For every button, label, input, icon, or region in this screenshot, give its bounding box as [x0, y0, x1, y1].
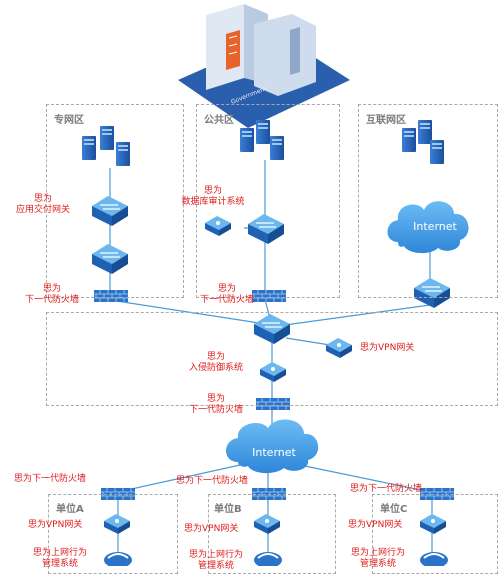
- label-vpn-core: 思为VPN网关: [360, 343, 415, 353]
- zone-title-private: 专网区: [54, 115, 84, 126]
- label-fw-unit-c: 思为下一代防火墙: [350, 484, 423, 494]
- label-dbaudit-name: 数据库审计系统: [181, 197, 245, 207]
- label-beh-unit-c-2: 管理系统: [359, 559, 396, 569]
- zone-public: [196, 104, 340, 298]
- label-beh-unit-b-1: 思为上网行为: [188, 550, 243, 560]
- label-beh-unit-a: 思为上网行为 管理系统: [22, 548, 98, 570]
- label-beh-unit-b-2: 管理系统: [197, 561, 234, 571]
- zone-title-public: 公共区: [204, 115, 234, 126]
- cloud-top-label: Internet: [413, 220, 457, 233]
- label-adc-name: 应用交付网关: [15, 205, 70, 215]
- label-dbaudit-brand: 思为: [203, 186, 222, 196]
- zone-core: [46, 312, 498, 406]
- label-vpn-unit-a: 思为VPN网关: [28, 520, 83, 530]
- label-fw-private: 思为 下一代防火墙: [14, 284, 90, 306]
- label-beh-unit-a-2: 管理系统: [41, 559, 78, 569]
- label-beh-unit-c: 思为上网行为 管理系统: [340, 548, 416, 570]
- label-adc-brand: 思为: [33, 194, 52, 204]
- label-ips-brand: 思为: [206, 352, 225, 362]
- zone-title-internet: 互联网区: [366, 115, 406, 126]
- label-vpn-unit-c: 思为VPN网关: [348, 520, 403, 530]
- label-beh-unit-c-1: 思为上网行为: [350, 548, 405, 558]
- zone-internet: [358, 104, 498, 298]
- label-fw-public-brand: 思为: [217, 284, 236, 294]
- unit-b-title: 单位B: [214, 504, 242, 515]
- label-fw-unit-a: 思为下一代防火墙: [14, 474, 87, 484]
- behavior-mgmt-unit-b-icon: [254, 552, 282, 566]
- label-fw-private-brand: 思为: [42, 284, 61, 294]
- cloud-middle-label: Internet: [252, 446, 296, 459]
- label-adc: 思为 应用交付网关: [2, 194, 84, 216]
- internet-cloud-top-icon: [387, 201, 469, 254]
- internet-cloud-middle-icon: [226, 419, 319, 474]
- unit-a-title: 单位A: [56, 504, 84, 515]
- behavior-mgmt-unit-c-icon: [420, 552, 448, 566]
- label-fw-public-name: 下一代防火墙: [199, 295, 254, 305]
- label-fw-core-brand: 思为: [206, 394, 225, 404]
- label-fw-core: 思为 下一代防火墙: [178, 394, 254, 416]
- label-beh-unit-a-1: 思为上网行为: [32, 548, 87, 558]
- label-fw-private-name: 下一代防火墙: [24, 295, 79, 305]
- label-fw-unit-b: 思为下一代防火墙: [176, 476, 249, 486]
- label-ips-name: 入侵防御系统: [188, 363, 243, 373]
- unit-c-title: 单位C: [380, 504, 408, 515]
- label-dbaudit: 思为 数据库审计系统: [168, 186, 258, 208]
- label-vpn-unit-b: 思为VPN网关: [184, 524, 239, 534]
- zone-private: [46, 104, 184, 298]
- label-ips: 思为 入侵防御系统: [178, 352, 254, 374]
- behavior-mgmt-unit-a-icon: [104, 552, 132, 566]
- label-fw-public: 思为 下一代防火墙: [192, 284, 262, 306]
- label-fw-core-name: 下一代防火墙: [188, 405, 243, 415]
- label-beh-unit-b: 思为上网行为 管理系统: [178, 550, 254, 572]
